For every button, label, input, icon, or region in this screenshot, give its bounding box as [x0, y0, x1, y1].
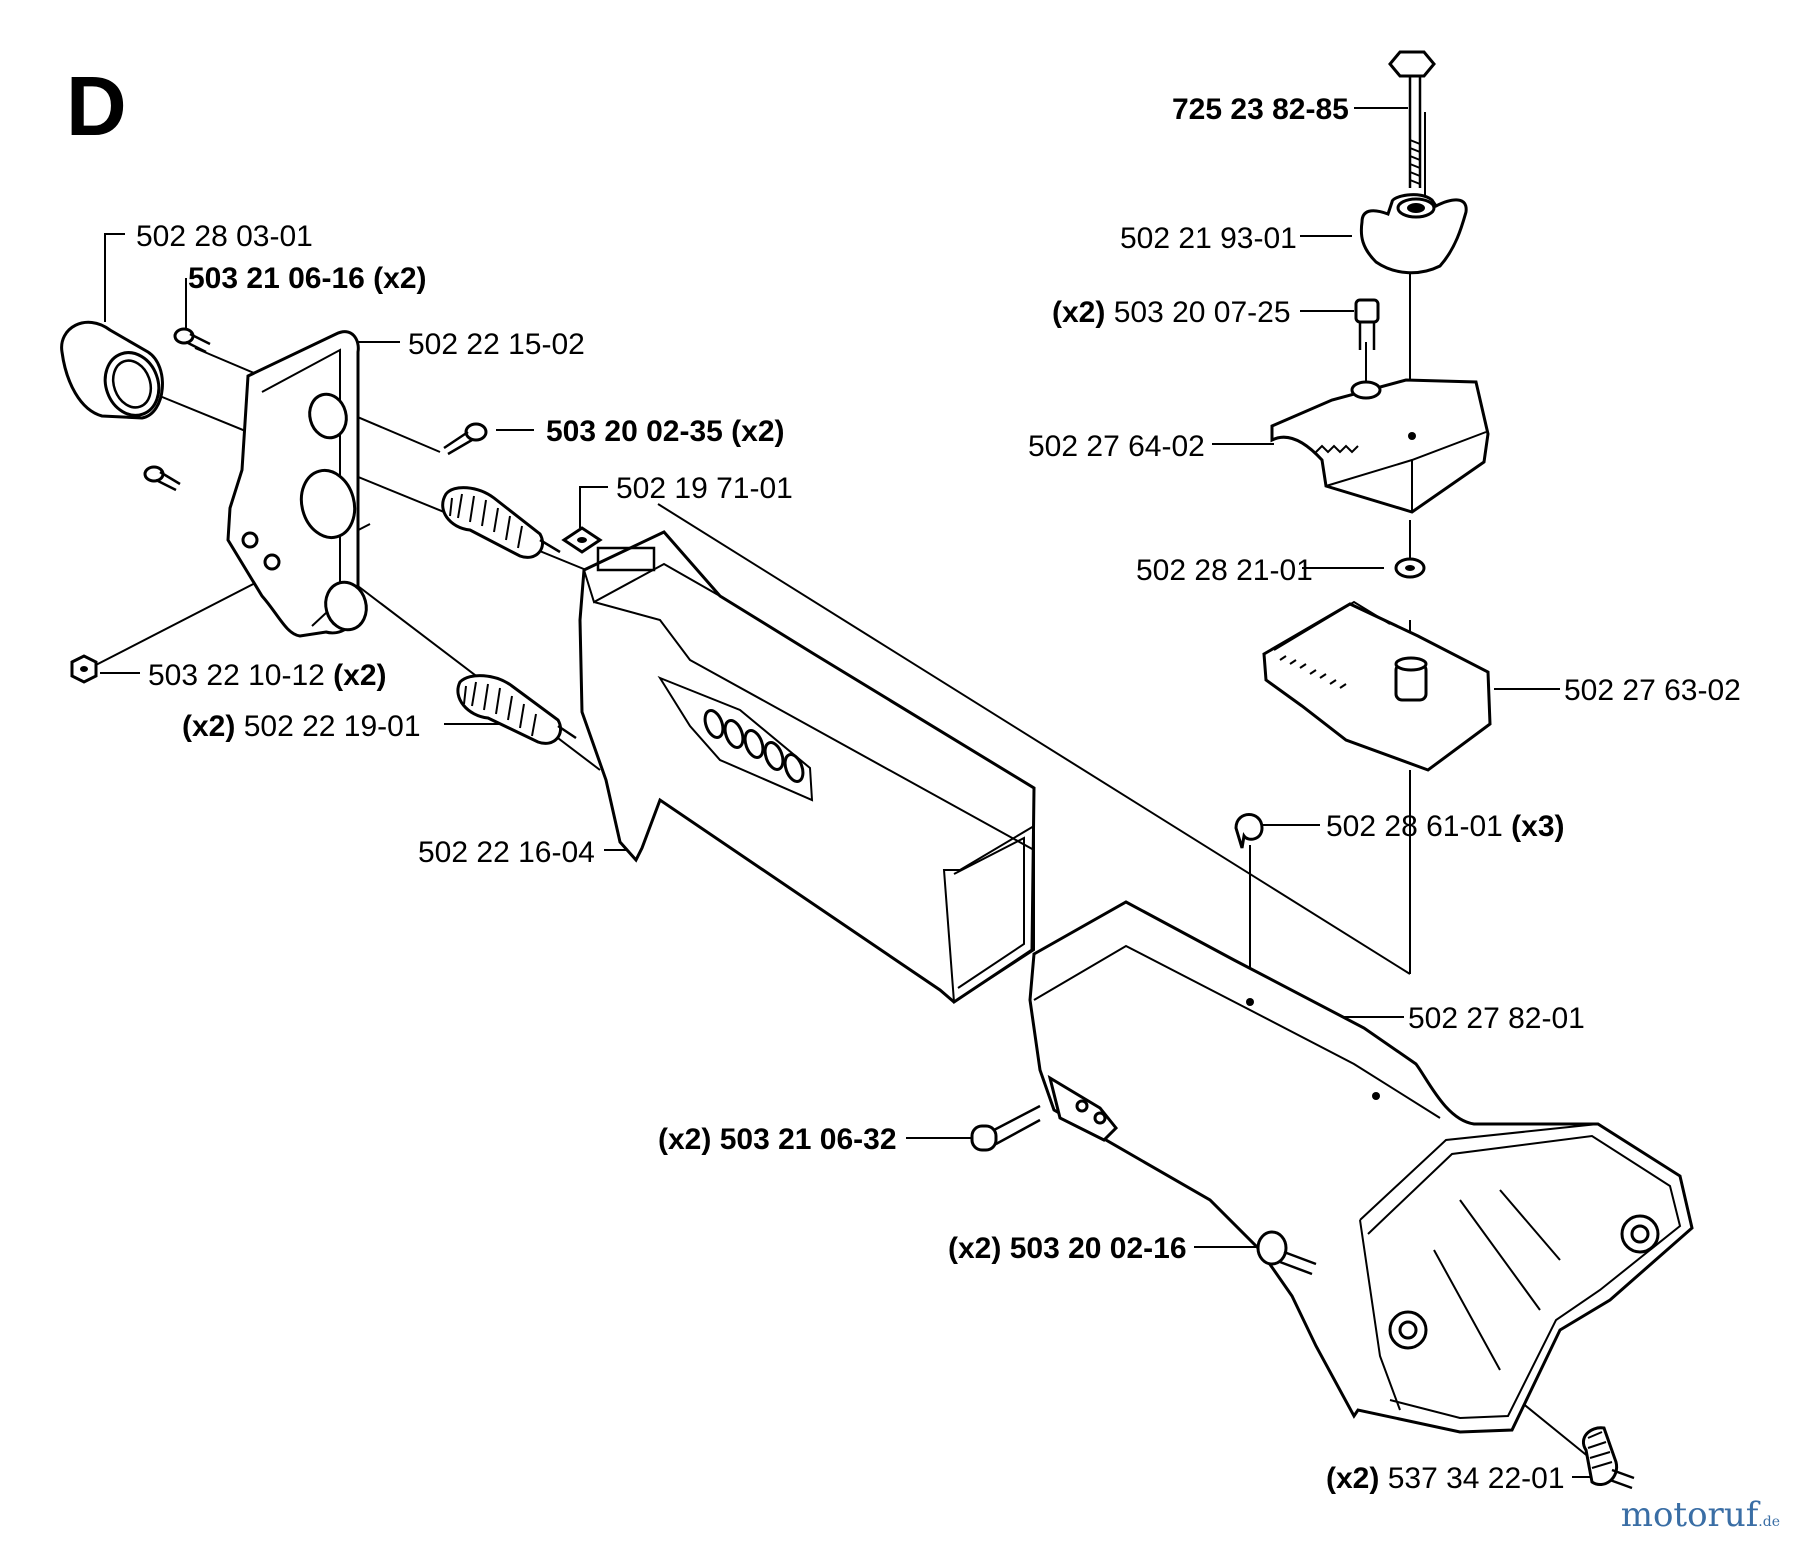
quantity: (x2) [731, 415, 785, 448]
handle-bracket [226, 330, 368, 638]
part-number: 503 21 06-16 [188, 262, 365, 295]
part-number: 503 20 02-35 [546, 415, 723, 448]
part-label-503-20-02-35: 503 20 02-35 (x2) [546, 417, 785, 447]
clip-502-28-61-01 [1234, 813, 1264, 849]
quantity: (x2) [1052, 296, 1106, 329]
part-label-502-22-19-01: (x2) 502 22 19-01 [182, 712, 421, 742]
part-number: 502 28 61-01 [1326, 810, 1503, 843]
part-label-502-22-16-04: 502 22 16-04 [418, 836, 595, 869]
shaft-housing [1028, 900, 1694, 1434]
part-label-502-28-21-01: 502 28 21-01 [1136, 554, 1313, 587]
part-label-502-21-93-01: 502 21 93-01 [1120, 222, 1297, 255]
part-label-503-20-07-25: (x2) 503 20 07-25 [1052, 298, 1291, 328]
spacer-tube [60, 320, 164, 420]
part-label-503-21-06-32: (x2) 503 21 06-32 [658, 1125, 897, 1155]
quantity: (x2) [333, 659, 387, 692]
wing-knob [1359, 193, 1468, 275]
quantity: (x2) [948, 1232, 1002, 1265]
part-number: 503 20 07-25 [1113, 296, 1291, 329]
part-label-502-27-82-01: 502 27 82-01 [1408, 1002, 1585, 1035]
part-number: 503 21 06-32 [719, 1123, 897, 1156]
quantity: (x2) [658, 1123, 712, 1156]
spring-lower [456, 674, 577, 745]
part-label-503-21-06-16: 503 21 06-16 (x2) [188, 264, 427, 294]
part-number: 502 22 19-01 [243, 710, 421, 743]
screw-503-21-06-16 [173, 327, 211, 354]
screw-lower-left [143, 465, 181, 492]
screw-503-20-07-25 [1354, 298, 1380, 350]
quantity: (x2) [373, 262, 427, 295]
upper-clamp [1270, 378, 1490, 514]
part-label-502-19-71-01: 502 19 71-01 [616, 472, 793, 505]
part-label-502-27-63-02: 502 27 63-02 [1564, 674, 1741, 707]
quantity: (x2) [1326, 1462, 1380, 1495]
part-number: 503 20 02-16 [1009, 1232, 1187, 1265]
quantity: (x3) [1511, 810, 1565, 843]
part-label-503-22-10-12: 503 22 10-12 (x2) [148, 661, 387, 691]
part-number: 537 34 22-01 [1387, 1462, 1565, 1495]
quantity: (x2) [182, 710, 236, 743]
section-letter: D [66, 59, 127, 153]
part-label-725-23-82-85: 725 23 82-85 [1172, 93, 1349, 126]
screw-503-21-06-32 [970, 1104, 1041, 1152]
part-number: 503 22 10-12 [148, 659, 325, 692]
lower-clamp [1262, 600, 1492, 772]
part-label-502-22-15-02: 502 22 15-02 [408, 328, 585, 361]
watermark-logo: motoruf.de [1621, 1495, 1780, 1535]
washer [1394, 557, 1426, 579]
part-label-503-20-02-16: (x2) 503 20 02-16 [948, 1234, 1187, 1264]
handle-tube [578, 530, 1036, 1004]
square-nut [561, 526, 603, 554]
spring-upper [441, 486, 561, 559]
part-label-502-27-64-02: 502 27 64-02 [1028, 430, 1205, 463]
watermark-tld: .de [1758, 1514, 1780, 1530]
screw-503-20-02-35 [443, 422, 488, 456]
watermark-name: motoruf [1620, 1495, 1759, 1535]
nut [70, 654, 98, 684]
vibration-damper-spring [1581, 1426, 1635, 1490]
screw-503-20-02-16 [1256, 1230, 1317, 1276]
part-label-537-34-22-01: (x2) 537 34 22-01 [1326, 1464, 1565, 1494]
part-label-502-28-61-01: 502 28 61-01 (x3) [1326, 812, 1565, 842]
part-label-502-28-03-01: 502 28 03-01 [136, 220, 313, 253]
bolt-725-23-82-85 [1388, 50, 1436, 188]
